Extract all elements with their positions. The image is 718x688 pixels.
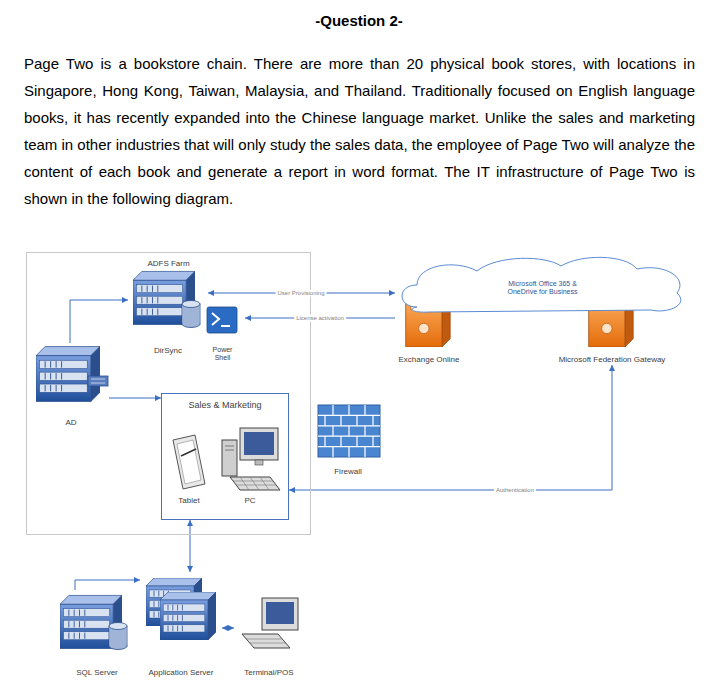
node-label: ADFS Farm: [147, 259, 189, 268]
server-node: AD: [33, 343, 109, 428]
group-box: Sales & MarketingTablet PC: [161, 393, 289, 520]
firewall-icon: [318, 405, 380, 457]
edge-label: User Provisioning: [275, 290, 326, 297]
database-icon: [182, 301, 200, 328]
group-box: ADFS FarmDirSync Power ShellAD Sales & Mar…: [26, 252, 311, 535]
connector: [75, 580, 140, 590]
server-icon: [60, 595, 127, 649]
server-node: Application Server: [140, 572, 222, 678]
connector: [289, 365, 612, 490]
node-label: Microsoft Federation Gateway: [559, 355, 666, 364]
node-label: Power Shell: [210, 346, 236, 362]
server-rack: [36, 347, 100, 402]
edge-label: License activation: [294, 315, 346, 322]
server-rack: [160, 592, 216, 640]
connector: [70, 300, 128, 343]
tablet-icon: [173, 435, 205, 489]
node-label: Sales & Marketing: [188, 400, 261, 410]
cloud-shape: Microsoft Office 365 & OneDrive for Busi…: [395, 253, 690, 315]
body-paragraph: Page Two is a bookstore chain. There are…: [24, 50, 695, 212]
connector: [222, 628, 234, 629]
server-node: Exchange Online: [395, 283, 463, 365]
node-label: AD: [65, 418, 76, 427]
powershell-icon: [207, 307, 237, 333]
node-label: SQL Server: [76, 668, 118, 677]
firewall-node: Firewall: [314, 403, 382, 477]
pc-icon: [222, 428, 280, 490]
server-icon: [146, 578, 216, 640]
server-node: SQL Server: [55, 590, 139, 678]
page-title: -Question 2-: [0, 12, 718, 29]
node-label: Tablet: [178, 496, 199, 505]
database-icon: [109, 623, 127, 650]
node-label: PC: [244, 496, 255, 505]
terminal-node: Terminal/POS: [234, 592, 304, 678]
server-node: Microsoft Federation Gateway: [542, 283, 682, 365]
server-icon: [133, 271, 200, 327]
node-label: Application Server: [149, 668, 214, 677]
server-icon: [36, 347, 108, 402]
cloud-path: [402, 257, 681, 312]
node-label: Microsoft Office 365 & OneDrive for Busi…: [493, 280, 593, 296]
server-node: DirSync: [128, 268, 208, 356]
node-label: Terminal/POS: [244, 668, 293, 677]
device-node: PC: [218, 425, 282, 506]
connector: [109, 398, 161, 399]
edge-label: Authentication: [494, 487, 536, 494]
terminal-icon: [242, 598, 298, 648]
powershell-node: Power Shell: [200, 305, 245, 363]
device-node: Tablet: [168, 430, 210, 506]
node-label: Exchange Online: [399, 355, 460, 364]
node-label: Firewall: [334, 467, 362, 476]
connector: [190, 520, 191, 572]
node-label: DirSync: [154, 346, 182, 355]
